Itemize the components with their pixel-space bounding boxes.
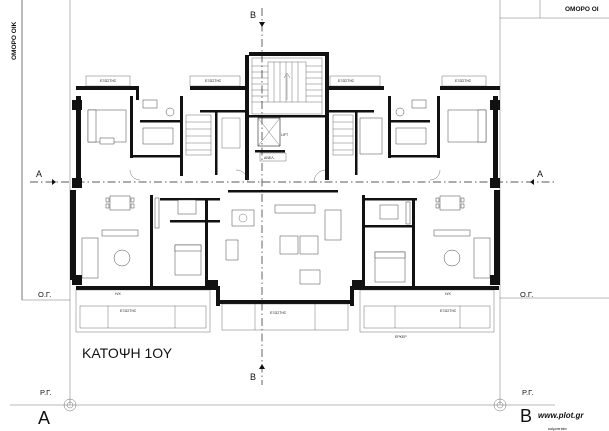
ground-line-label-left: Ο.Γ. <box>38 290 51 299</box>
building-line-label-left: Ρ.Γ. <box>40 388 52 397</box>
section-a-label-left: A <box>36 169 42 179</box>
section-a-arrow-left <box>52 179 56 185</box>
section-a-arrow-right <box>530 179 534 185</box>
balcony-label-5: ΕΞΩΣΤΗΣ <box>120 309 137 313</box>
survey-marker-right <box>493 398 507 412</box>
section-b-arrow-top <box>259 22 265 27</box>
section-b-arrow-bottom <box>259 364 265 369</box>
balcony-label-2: ΕΞΩΣΤΗΣ <box>205 79 222 83</box>
building-line-label-right: Ρ.Γ. <box>522 388 534 397</box>
balcony-label-1: ΕΞΩΣΤΗΣ <box>100 79 117 83</box>
balconies <box>75 75 495 333</box>
ground-line-label-right: Ο.Γ. <box>520 290 533 299</box>
hx-label-1: Η/Χ <box>115 292 122 296</box>
elevator-shaft: LIFT ΑΝΕΛ. <box>257 117 289 162</box>
neighbor-label-right: ΟΜΟΡΟ ΟΙ <box>565 6 599 13</box>
survey-marker-left <box>63 398 77 412</box>
interior-walls <box>130 96 440 290</box>
staircase <box>251 57 323 115</box>
balcony-label-7: ΕΞΩΣΤΗΣ <box>440 309 457 313</box>
hx-label-2: Η/Χ <box>445 292 452 296</box>
section-b-label-bottom: B <box>250 372 256 382</box>
neighbor-label-left: ΟΜΟΡΟ ΟΙΚ <box>11 21 18 60</box>
balcony-label-3: ΕΞΩΣΤΗΣ <box>338 79 355 83</box>
erker-label: ΕΡΚΕΡ <box>395 335 407 339</box>
page-title: ΚΑΤΟΨΗ 1ΟΥ <box>82 345 173 361</box>
furniture <box>81 99 491 285</box>
section-b-label-top: B <box>250 10 256 20</box>
watermark: www.plot.gr <box>538 411 584 420</box>
section-a-label-right: A <box>537 169 543 179</box>
elevator-label: ΑΝΕΛ. <box>264 156 275 160</box>
lift-label: LIFT <box>281 133 289 137</box>
balcony-label-4: ΕΞΩΣΤΗΣ <box>455 79 472 83</box>
section-letter-a: A <box>38 408 50 428</box>
bottom-caption: κοίμαπτάσ <box>548 426 567 431</box>
exterior-walls <box>70 52 500 306</box>
section-letter-b: B <box>520 406 532 426</box>
balcony-label-6: ΕΞΩΣΤΗΣ <box>270 311 287 315</box>
